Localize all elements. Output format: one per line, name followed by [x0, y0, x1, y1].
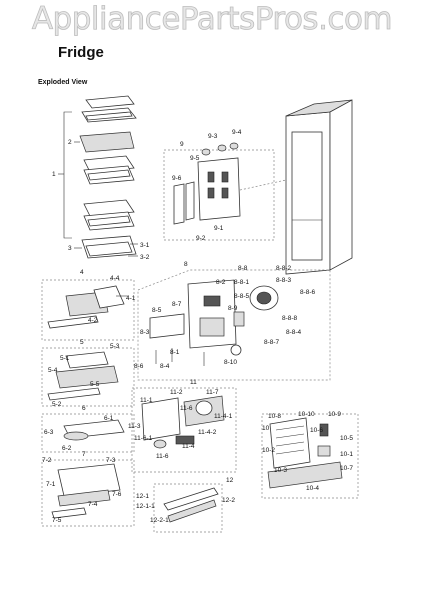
label-11-2: 11-2 [170, 389, 183, 396]
label-9-2: 9-2 [196, 235, 206, 242]
label-10-2: 10-2 [262, 447, 275, 454]
label-8-7: 8-7 [172, 301, 182, 308]
label-10-3: 10-3 [274, 467, 287, 474]
label-8-2: 8-2 [216, 279, 226, 286]
watermark: AppliancePartsPros.com [31, 1, 393, 38]
label-5-1: 5-1 [60, 355, 70, 362]
label-10-10: 10-10 [298, 411, 315, 418]
label-9-3: 9-3 [208, 133, 218, 140]
label-7-2: 7-2 [42, 457, 52, 464]
label-10-7: 10-7 [340, 465, 353, 472]
label-10-4: 10-4 [306, 485, 319, 492]
label-8-6: 8-6 [134, 363, 144, 370]
label-9: 9 [180, 141, 184, 148]
label-8-1: 8-1 [170, 349, 180, 356]
label-11-6-bottom: 11-6 [156, 453, 169, 460]
label-5-4: 5-4 [48, 367, 58, 374]
label-11-3: 11-3 [128, 423, 141, 430]
shelf-group-1 [58, 95, 137, 239]
label-10-1: 10-1 [340, 451, 353, 458]
label-6-1: 6-1 [104, 415, 114, 422]
label-8-8-3: 8-8-3 [276, 277, 292, 284]
tray-group-6 [41, 413, 135, 453]
label-7-3: 7-3 [106, 457, 116, 464]
label-7-5: 7-5 [52, 517, 62, 524]
label-5-2: 5-2 [52, 401, 62, 408]
label-8-8-5: 8-8-5 [234, 293, 250, 300]
label-8-8-4: 8-8-4 [286, 329, 302, 336]
label-12-2-1: 12-2-1 [150, 517, 169, 524]
label-3-2: 3-2 [140, 254, 150, 261]
evaporator-group-10 [261, 413, 359, 499]
label-11-4: 11-4 [182, 443, 195, 450]
label-8-8: 8-8 [238, 265, 248, 272]
label-10-6: 10-6 [310, 427, 323, 434]
label-2: 2 [68, 139, 72, 146]
label-8-4: 8-4 [160, 363, 170, 370]
label-11-6-top: 11-6 [180, 405, 193, 412]
label-12-1: 12-1 [136, 493, 149, 500]
drawer-group-5 [41, 347, 135, 407]
label-8-8-7: 8-8-7 [264, 339, 280, 346]
label-8-3: 8-3 [140, 329, 150, 336]
label-8-8-6: 8-8-6 [300, 289, 316, 296]
crisper-cover-3 [74, 235, 138, 259]
label-6-2: 6-2 [62, 445, 72, 452]
label-11-4-2: 11-4-2 [198, 429, 217, 436]
label-8-5: 8-5 [152, 307, 162, 314]
label-7-4: 7-4 [88, 501, 98, 508]
label-8-9: 8-9 [228, 305, 238, 312]
view-subtitle: Exploded View [38, 79, 88, 86]
label-6: 6 [82, 405, 86, 412]
label-10-5: 10-5 [340, 435, 353, 442]
fridge-cabinet [285, 99, 353, 275]
control-group-9 [163, 142, 287, 241]
shelf-part-2 [74, 131, 135, 153]
label-7: 7 [82, 451, 86, 458]
label-5-3: 5-3 [110, 343, 120, 350]
label-9-6: 9-6 [172, 175, 182, 182]
label-8-8-8: 8-8-8 [282, 315, 298, 322]
label-6-3: 6-3 [44, 429, 54, 436]
label-4-1: 4-1 [126, 295, 136, 302]
label-9-5: 9-5 [190, 155, 200, 162]
label-9-4: 9-4 [232, 129, 242, 136]
label-8-8-1: 8-8-1 [234, 279, 250, 286]
label-11-6-1: 11-6-1 [134, 435, 153, 442]
label-12: 12 [226, 477, 234, 484]
label-7-6: 7-6 [112, 491, 122, 498]
label-10-9: 10-9 [328, 411, 341, 418]
label-8-8-2: 8-8-2 [276, 265, 292, 272]
label-11-4-1: 11-4-1 [214, 413, 233, 420]
label-10: 10 [262, 425, 270, 432]
label-4-2: 4-2 [88, 317, 98, 324]
label-1: 1 [52, 171, 56, 178]
label-4-4: 4-4 [110, 275, 120, 282]
label-11-1: 11-1 [140, 397, 153, 404]
label-11-7: 11-7 [206, 389, 219, 396]
label-12-1-1: 12-1-1 [136, 503, 155, 510]
label-4: 4 [80, 269, 84, 276]
page-title: Fridge [58, 44, 104, 61]
label-8-10: 8-10 [224, 359, 237, 366]
label-7-1: 7-1 [46, 481, 56, 488]
label-5: 5 [80, 339, 84, 346]
label-3: 3 [68, 245, 72, 252]
label-8: 8 [184, 261, 188, 268]
label-10-8: 10-8 [268, 413, 281, 420]
duct-group-12 [153, 483, 223, 533]
label-5-5: 5-5 [90, 381, 100, 388]
drawer-group-4 [41, 279, 135, 341]
drawer-group-7 [41, 459, 135, 527]
label-9-1: 9-1 [214, 225, 224, 232]
label-12-2: 12-2 [222, 497, 235, 504]
fan-group-11 [131, 387, 237, 473]
label-3-1: 3-1 [140, 242, 150, 249]
label-11: 11 [190, 379, 197, 386]
evaporator-group-8 [137, 269, 331, 381]
